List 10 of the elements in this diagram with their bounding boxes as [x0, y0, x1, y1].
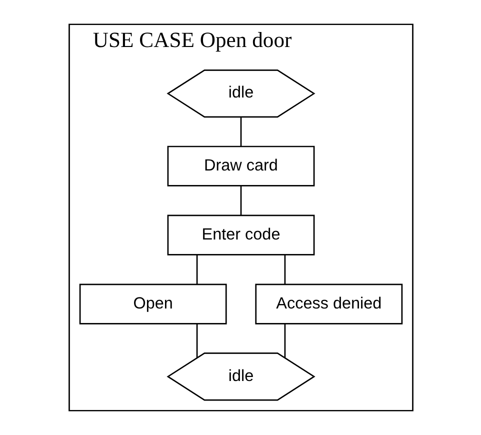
connector — [196, 324, 198, 358]
connector — [240, 186, 242, 216]
node-box: Open — [78, 284, 226, 324]
node-box: Access denied — [254, 284, 402, 324]
connector — [196, 255, 198, 284]
connector — [284, 255, 286, 284]
connector — [284, 324, 286, 358]
connector — [240, 116, 242, 146]
node-box: Enter code — [166, 214, 314, 256]
node-box: Draw card — [166, 146, 314, 186]
